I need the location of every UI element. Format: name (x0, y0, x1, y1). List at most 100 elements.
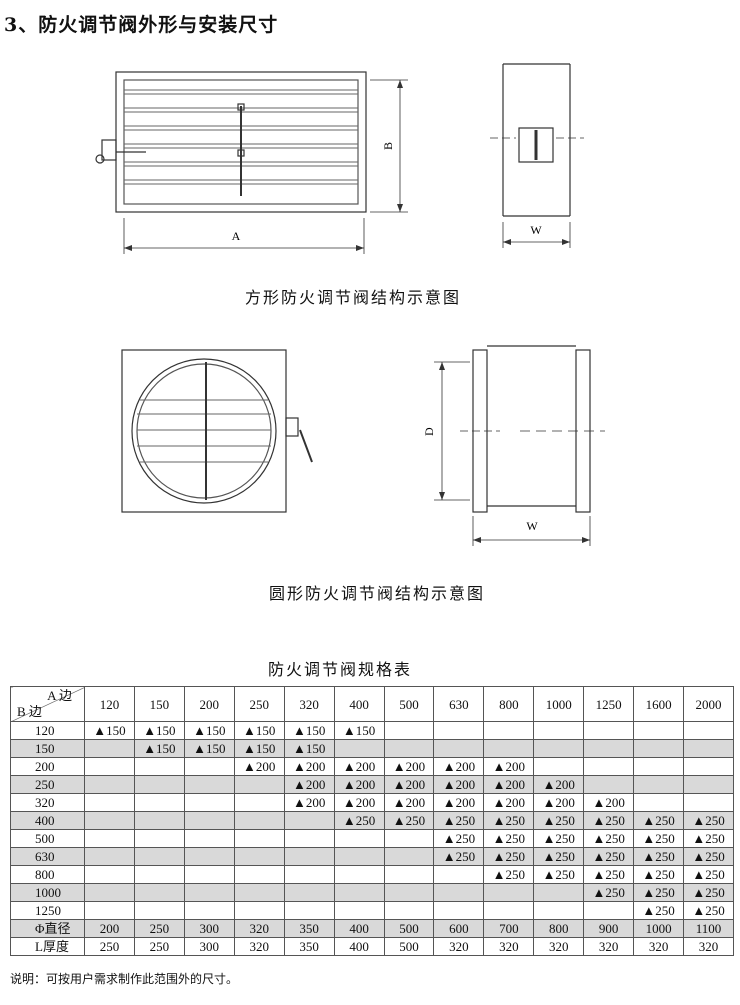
table-cell: ▲200 (283, 775, 335, 794)
table-cell (483, 901, 535, 920)
table-cell: ▲200 (533, 793, 585, 812)
table-cell (533, 739, 585, 758)
section-heading: 3、防火调节阀外形与安装尺寸 (4, 14, 279, 36)
table-cell (133, 775, 185, 794)
table-cell (633, 757, 685, 776)
table-cell: 320 (633, 937, 685, 956)
table-cell (233, 829, 285, 848)
table-cell (583, 721, 635, 740)
table-cell (233, 775, 285, 794)
table-cell: ▲200 (333, 793, 385, 812)
table-cell (84, 847, 135, 866)
table-cell (84, 829, 135, 848)
table-cell: ▲250 (633, 829, 685, 848)
square-damper-diagram: A B W (95, 63, 584, 254)
table-cell (84, 739, 135, 758)
table-cell (283, 901, 335, 920)
column-header: 400 (333, 686, 385, 722)
table-cell (283, 847, 335, 866)
footnote: 说明：可按用户需求制作此范围外的尺寸。 (10, 972, 239, 986)
table-cell (183, 865, 235, 884)
row-header: 120 (10, 721, 85, 740)
table-cell: ▲250 (483, 847, 535, 866)
table-cell (133, 865, 185, 884)
table-cell: ▲150 (333, 721, 385, 740)
table-cell (84, 757, 135, 776)
table-cell (383, 721, 435, 740)
table-cell: 700 (483, 919, 535, 938)
table-cell: 1100 (683, 919, 734, 938)
table-cell (133, 883, 185, 902)
column-header: 630 (433, 686, 485, 722)
column-header: 1250 (583, 686, 635, 722)
table-cell (233, 793, 285, 812)
table-cell (233, 847, 285, 866)
table-cell: ▲250 (683, 901, 734, 920)
table-cell (133, 901, 185, 920)
table-cell (133, 829, 185, 848)
table-row: 120▲150▲150▲150▲150▲150▲150 (10, 721, 734, 740)
figure1-caption: 方形防火调节阀结构示意图 (245, 288, 462, 307)
table-cell: 600 (433, 919, 485, 938)
table-cell (183, 829, 235, 848)
row-header: 150 (10, 739, 85, 758)
table-cell: 300 (183, 919, 235, 938)
table-cell (433, 739, 485, 758)
table-cell: ▲250 (633, 811, 685, 830)
table-cell: ▲200 (283, 757, 335, 776)
row-header: 320 (10, 793, 85, 812)
dim-a-label: A (232, 229, 241, 243)
table-cell: ▲250 (433, 811, 485, 830)
table-cell (433, 883, 485, 902)
table-cell: ▲150 (84, 721, 135, 740)
table-cell: 400 (333, 919, 385, 938)
table-cell: ▲150 (283, 739, 335, 758)
table-cell: ▲250 (683, 865, 734, 884)
row-header: 200 (10, 757, 85, 776)
table-cell: ▲250 (583, 811, 635, 830)
row-header: 250 (10, 775, 85, 794)
table-cell: 900 (583, 919, 635, 938)
table-cell (383, 739, 435, 758)
table-cell (233, 865, 285, 884)
table-cell (483, 739, 535, 758)
table-cell (333, 847, 385, 866)
table-cell: 250 (133, 937, 185, 956)
column-header: 120 (84, 686, 135, 722)
table-cell: 250 (133, 919, 185, 938)
table-cell: 350 (283, 919, 335, 938)
column-header: 1000 (533, 686, 585, 722)
row-header: 630 (10, 847, 85, 866)
table-cell (333, 865, 385, 884)
table-cell (233, 811, 285, 830)
table-cell (84, 793, 135, 812)
table-row: 400▲250▲250▲250▲250▲250▲250▲250▲250 (10, 811, 734, 830)
table-cell: ▲250 (533, 847, 585, 866)
table-cell: 800 (533, 919, 585, 938)
table-cell (333, 901, 385, 920)
corner-bottom-label: B 边 (17, 704, 42, 719)
table-cell: 320 (483, 937, 535, 956)
table-row: 500▲250▲250▲250▲250▲250▲250 (10, 829, 734, 848)
row-header: 1250 (10, 901, 85, 920)
table-cell: ▲200 (483, 793, 535, 812)
table-cell (183, 811, 235, 830)
table-cell: ▲200 (483, 775, 535, 794)
table-cell (233, 901, 285, 920)
table-cell (633, 739, 685, 758)
table-cell (583, 757, 635, 776)
table-cell: ▲250 (633, 847, 685, 866)
table-cell (283, 883, 335, 902)
table-row: 320▲200▲200▲200▲200▲200▲200▲200 (10, 793, 734, 812)
table-cell: ▲150 (133, 721, 185, 740)
column-header: 200 (183, 686, 235, 722)
table-cell (683, 739, 734, 758)
table-cell: ▲200 (233, 757, 285, 776)
table-cell (133, 847, 185, 866)
table-cell (84, 811, 135, 830)
table-row: 800▲250▲250▲250▲250▲250 (10, 865, 734, 884)
table-cell: ▲250 (533, 811, 585, 830)
